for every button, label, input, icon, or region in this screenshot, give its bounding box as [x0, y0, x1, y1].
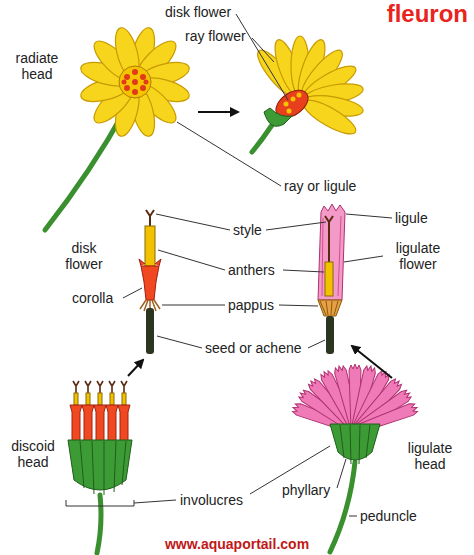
ligulate-floret	[318, 204, 345, 354]
diagram-title: fleuron	[387, 0, 468, 28]
part-label: ligulate head	[398, 440, 462, 472]
part-label: corolla	[72, 290, 113, 306]
arrow	[352, 346, 392, 378]
part-label: phyllary	[282, 482, 330, 498]
part-label: ray or ligule	[284, 178, 356, 194]
arrow	[128, 360, 143, 376]
part-label: pappus	[228, 297, 274, 313]
part-label: anthers	[228, 262, 275, 278]
watermark: www.aquaportail.com	[0, 536, 474, 552]
part-label: disk flower	[165, 4, 231, 20]
part-label: ligule	[395, 210, 428, 226]
radiate-head-side	[252, 36, 365, 152]
part-label: discoid head	[4, 438, 62, 470]
part-label: seed or achene	[205, 340, 302, 356]
part-label: style	[233, 222, 262, 238]
part-label: ligulate flower	[386, 240, 450, 272]
discoid-head	[68, 381, 132, 553]
part-label: ray flower	[185, 28, 246, 44]
part-label: peduncle	[360, 508, 417, 524]
radiate-head	[45, 25, 192, 230]
arrow	[198, 111, 238, 113]
part-label: involucres	[180, 492, 243, 508]
part-label: radiate head	[8, 50, 66, 82]
part-label: disk flower	[58, 240, 110, 272]
disk-floret	[139, 210, 161, 354]
leader-lines	[66, 14, 392, 516]
